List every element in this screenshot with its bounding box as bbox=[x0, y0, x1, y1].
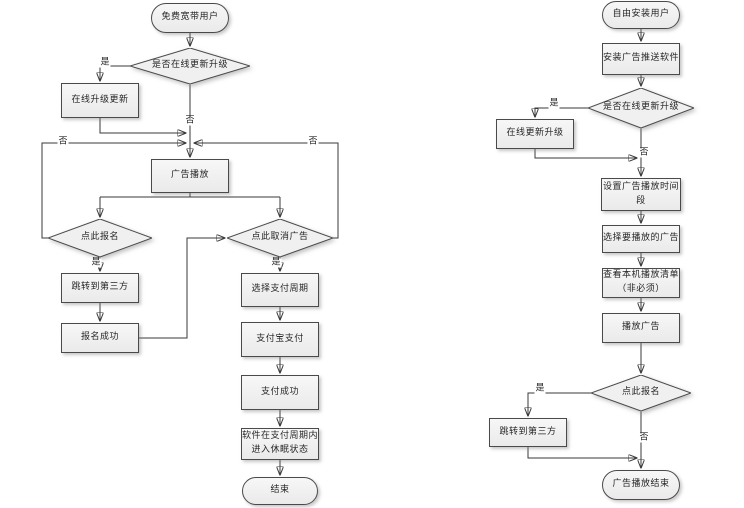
node-free-broadband-user: 免费宽带用户 bbox=[151, 3, 229, 33]
node-alipay-pay: 支付宝支付 bbox=[241, 322, 319, 357]
node-label: 广告播放 bbox=[170, 170, 209, 181]
edge-label-yes-update-right: 是 bbox=[548, 98, 560, 109]
node-label: 点此报名 bbox=[80, 232, 119, 243]
diamond-shape bbox=[227, 219, 333, 257]
node-end-left: 结束 bbox=[242, 477, 318, 505]
node-label: 自由安装用户 bbox=[612, 9, 670, 20]
edge-label-no-update-left: 否 bbox=[184, 115, 196, 126]
node-signup-success: 报名成功 bbox=[61, 323, 139, 353]
node-label: 在线升级更新 bbox=[71, 94, 129, 105]
edge-success-to-cancel bbox=[139, 238, 225, 339]
node-set-ad-time: 设置广告播放时间 段 bbox=[601, 178, 681, 211]
node-label: 选择支付周期 bbox=[251, 284, 309, 295]
node-label: 安装广告推送软件 bbox=[603, 53, 680, 64]
edge-label-no-cancel-return: 否 bbox=[307, 136, 319, 147]
edge-jump-return bbox=[527, 447, 637, 458]
node-online-update: 在线更新升级 bbox=[496, 119, 574, 149]
node-label: 点此取消广告 bbox=[251, 232, 309, 243]
node-label: 跳转到第三方 bbox=[71, 282, 129, 293]
diamond-shape bbox=[591, 375, 691, 411]
node-decision-online-update-left: 是否在线更新升级 bbox=[130, 48, 250, 84]
node-label: 是否在线更新升级 bbox=[151, 60, 228, 71]
diamond-shape bbox=[48, 219, 152, 257]
node-decision-cancel-ad: 点此取消广告 bbox=[227, 219, 333, 257]
node-label: 软件在支付周期内 进入休眠状态 bbox=[242, 431, 319, 455]
node-label: 点此报名 bbox=[621, 387, 660, 398]
node-label: 播放广告 bbox=[621, 322, 660, 333]
edge-label-no-update-right: 否 bbox=[638, 147, 650, 158]
edge-label-yes-signup-right: 是 bbox=[534, 383, 546, 394]
node-select-ad: 选择要播放的广告 bbox=[602, 225, 680, 253]
edge-label-yes-signup-left: 是 bbox=[90, 257, 102, 268]
node-pay-success: 支付成功 bbox=[241, 375, 319, 410]
node-label: 在线更新升级 bbox=[506, 128, 564, 139]
node-free-install-user: 自由安装用户 bbox=[602, 1, 680, 29]
node-label: 是否在线更新升级 bbox=[602, 102, 679, 113]
node-jump-third-party-left: 跳转到第三方 bbox=[61, 273, 139, 303]
node-label: 报名成功 bbox=[80, 332, 119, 343]
node-label: 跳转到第三方 bbox=[499, 426, 557, 437]
node-decision-online-update-right: 是否在线更新升级 bbox=[588, 88, 694, 128]
node-ad-play-end: 广告播放结束 bbox=[602, 470, 680, 500]
node-play-ad: 播放广告 bbox=[602, 313, 680, 343]
edge-decision-yes-to-jump bbox=[528, 392, 591, 416]
node-select-pay-cycle: 选择支付周期 bbox=[241, 273, 319, 307]
node-sleep-in-cycle: 软件在支付周期内 进入休眠状态 bbox=[241, 428, 319, 460]
node-label: 结束 bbox=[270, 485, 290, 496]
diamond-shape bbox=[588, 88, 694, 128]
node-ad-play: 广告播放 bbox=[151, 159, 229, 193]
edge-update-return bbox=[534, 149, 637, 158]
node-label: 免费宽带用户 bbox=[161, 12, 219, 23]
edge-upgrade-return bbox=[99, 118, 186, 133]
node-label: 支付成功 bbox=[260, 386, 299, 397]
node-decision-signup-left: 点此报名 bbox=[48, 219, 152, 257]
node-label: 选择要播放的广告 bbox=[603, 233, 680, 244]
node-label: 设置广告播放时间 段 bbox=[602, 181, 679, 206]
edge-label-yes-upgrade-left: 是 bbox=[99, 57, 111, 68]
edge-decision-yes-to-upgrade bbox=[100, 65, 130, 81]
edge-label-no-signup-return: 否 bbox=[57, 136, 69, 147]
node-label: 支付宝支付 bbox=[256, 333, 304, 344]
edge-cancel-no-return bbox=[194, 143, 339, 239]
node-jump-third-party-right: 跳转到第三方 bbox=[489, 418, 567, 447]
node-label: 广告播放结束 bbox=[612, 479, 670, 490]
node-online-upgrade: 在线升级更新 bbox=[61, 83, 139, 118]
node-install-ad-software: 安装广告推送软件 bbox=[602, 43, 680, 75]
diamond-shape bbox=[130, 48, 250, 84]
edge-decision-yes-to-update bbox=[535, 107, 588, 117]
node-decision-signup-right: 点此报名 bbox=[591, 375, 691, 411]
node-label: 查看本机播放清单 （非必须） bbox=[603, 270, 680, 294]
edge-label-no-signup-right: 否 bbox=[638, 432, 650, 443]
node-check-playlist: 查看本机播放清单 （非必须） bbox=[602, 268, 680, 298]
edge-label-yes-cancel: 是 bbox=[270, 257, 282, 268]
edge-signup-no-return bbox=[41, 143, 186, 239]
